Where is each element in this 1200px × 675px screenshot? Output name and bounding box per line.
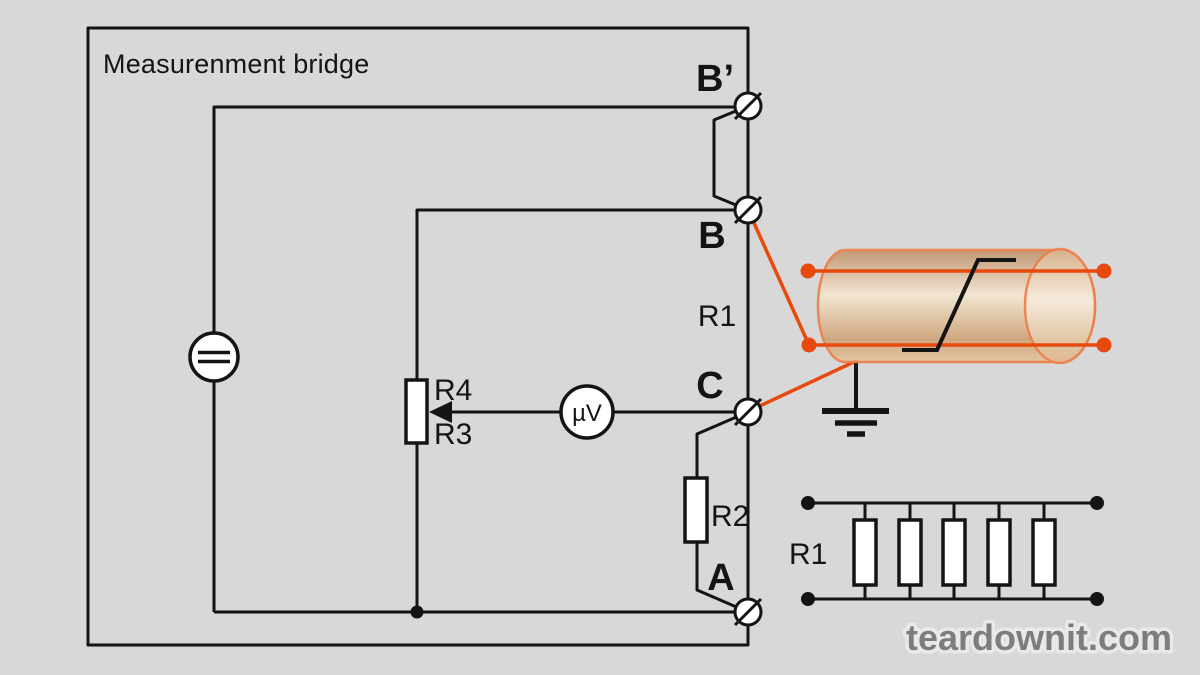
shunt-element-symbol <box>902 258 1016 352</box>
terminal-b-prime-slash <box>733 91 763 121</box>
bank-resistor-4 <box>986 518 1012 587</box>
bank-resistor-5 <box>1031 518 1057 587</box>
r1-parallel-bank: R1 <box>789 496 1104 606</box>
shunt-node-bottom-right <box>1096 337 1112 353</box>
potentiometer-body <box>404 378 429 445</box>
label-terminal-b-prime: B’ <box>696 58 734 100</box>
microvoltmeter-circle <box>559 384 615 440</box>
shunt-node-bottom-left <box>801 337 817 353</box>
terminal-b-slash <box>733 195 763 225</box>
resistor-r2-body <box>683 476 709 544</box>
bank-resistor-3 <box>941 518 967 587</box>
ground-symbol <box>822 360 889 437</box>
bridge-title: Measurenment bridge <box>103 49 369 79</box>
shunt-node-top-left <box>800 263 816 279</box>
wire-b-to-shunt <box>747 211 811 346</box>
dc-source-circle <box>188 331 240 383</box>
label-r2: R2 <box>711 500 749 533</box>
dc-source-symbol <box>188 331 240 383</box>
jumper-bprime-to-b <box>712 104 749 212</box>
terminal-b-prime <box>733 91 763 121</box>
shunt-node-top-right <box>1096 263 1112 279</box>
microvoltmeter-label: µV <box>572 400 602 427</box>
measurement-bridge-box <box>86 26 750 647</box>
label-terminal-b: B <box>698 215 725 257</box>
bank-resistor-1 <box>852 518 878 587</box>
terminal-c <box>733 397 763 427</box>
microvoltmeter: µV <box>559 384 615 440</box>
terminal-a <box>733 597 763 627</box>
label-r1-bank: R1 <box>789 538 827 571</box>
terminal-b <box>733 195 763 225</box>
wire-potentiometer-branch <box>415 208 748 612</box>
bank-node-bottom-right <box>1090 592 1104 606</box>
bank-resistor-2 <box>897 518 923 587</box>
label-r1-bridge: R1 <box>698 300 736 333</box>
shunt-resistor <box>800 247 1112 365</box>
label-terminal-a: A <box>707 557 734 599</box>
junction-dot <box>410 605 424 619</box>
label-r3: R3 <box>434 418 472 451</box>
label-r4: R4 <box>434 374 472 407</box>
bank-node-top-right <box>1090 496 1104 510</box>
wire-supply-left-top <box>212 105 748 612</box>
wiper-arrow <box>429 401 452 423</box>
bank-node-top-left <box>801 496 815 510</box>
shunt-cylinder-face <box>1023 247 1097 365</box>
watermark: teardownit.com <box>906 617 1172 658</box>
wire-c-to-shunt <box>748 359 857 413</box>
terminal-c-slash <box>733 397 763 427</box>
label-terminal-c: C <box>696 365 723 407</box>
terminal-a-slash <box>733 597 763 627</box>
bank-node-bottom-left <box>801 592 815 606</box>
